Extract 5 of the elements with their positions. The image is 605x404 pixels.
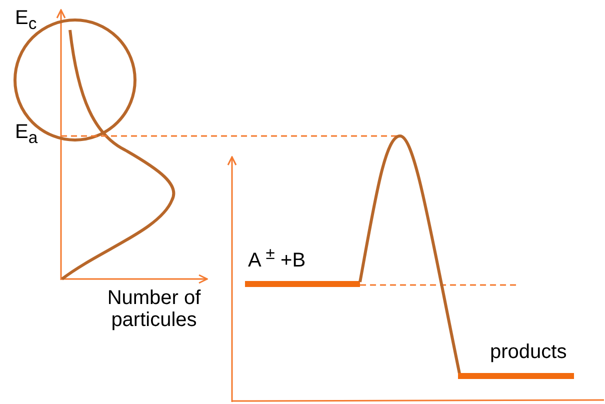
- axis-title: Number of particules: [106, 287, 202, 331]
- axis-label: E$_{c}$: [15, 7, 37, 34]
- axis-label: E$_{a}$: [15, 121, 38, 148]
- reactant-label: A $^{±}$ +B: [248, 245, 306, 272]
- product-label: products: [490, 341, 567, 363]
